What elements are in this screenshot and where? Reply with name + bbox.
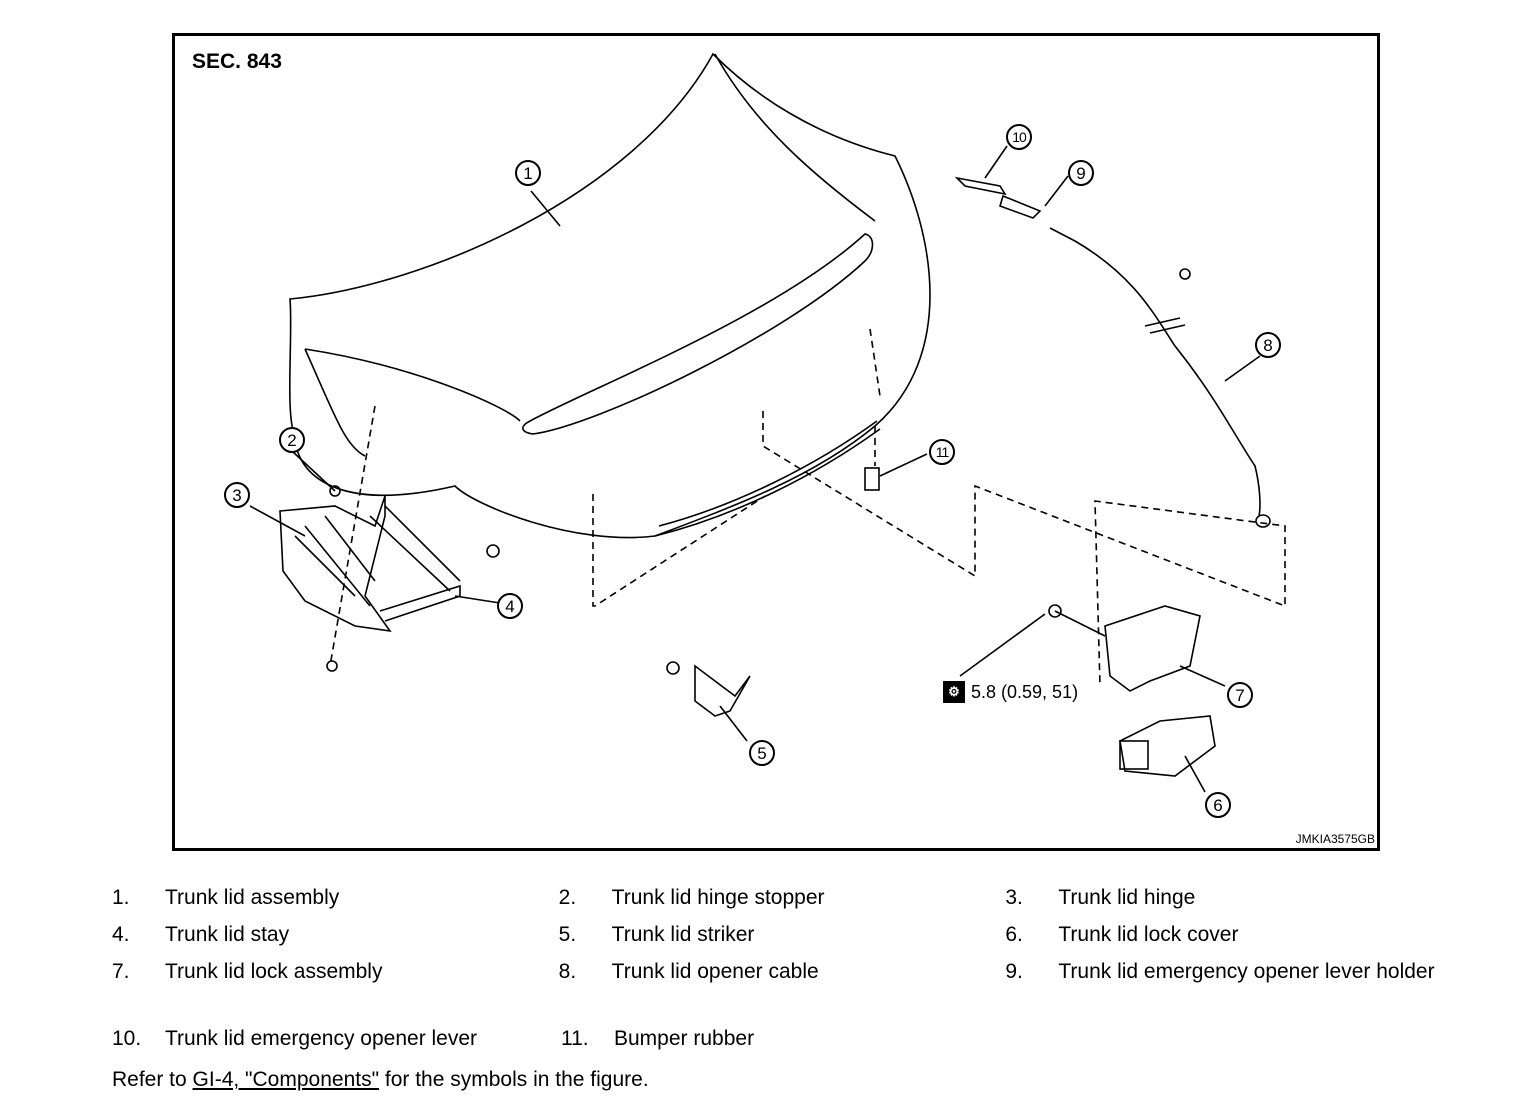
legend-label: Trunk lid emergency opener lever holder	[1058, 960, 1435, 983]
lock-cover	[1119, 715, 1216, 777]
legend-item: 6. Trunk lid lock cover	[1005, 923, 1452, 960]
legend-number: 10.	[112, 1027, 142, 1050]
components-link[interactable]: GI-4, "Components"	[192, 1068, 380, 1091]
legend-label: Trunk lid emergency opener lever	[165, 1027, 478, 1050]
legend-item: 7. Trunk lid lock assembly	[112, 960, 559, 1027]
legend-number: 8.	[558, 960, 577, 983]
legend-item: 8. Trunk lid opener cable	[559, 960, 1006, 1027]
legend-label: Trunk lid hinge	[1058, 886, 1196, 909]
legend-number: 9.	[1005, 960, 1023, 983]
callout-5: 5	[749, 740, 775, 766]
callout-11: 11	[929, 439, 955, 465]
legend-number: 11.	[561, 1027, 589, 1050]
legend-label: Bumper rubber	[614, 1027, 755, 1050]
legend-item: 4. Trunk lid stay	[112, 923, 559, 960]
legend-item: 2. Trunk lid hinge stopper	[559, 886, 1006, 923]
torque-value: 5.8 (0.59, 51)	[971, 681, 1079, 702]
callout-8: 8	[1255, 332, 1281, 358]
figure-code: JMKIA3575GB	[1295, 832, 1375, 846]
legend-label: Trunk lid hinge stopper	[611, 886, 825, 909]
callout-7: 7	[1227, 682, 1253, 708]
section-label: SEC. 843	[192, 50, 282, 73]
diagram-frame: SEC. 843 JMKIA3575GB ⚙ 5.8 (0.59, 51) 1 …	[172, 33, 1380, 851]
legend-number: 4.	[112, 923, 130, 946]
callout-1: 1	[515, 160, 541, 186]
callout-3: 3	[224, 482, 250, 508]
callout-4: 4	[497, 593, 523, 619]
legend-item: 10. Trunk lid emergency opener lever	[112, 1027, 561, 1064]
legend-item: 5. Trunk lid striker	[559, 923, 1006, 960]
legend-number: 5.	[558, 923, 577, 946]
trunk-lid-outline	[288, 52, 931, 539]
note-prefix: Refer to	[112, 1068, 193, 1091]
legend-label: Trunk lid stay	[165, 923, 290, 946]
legend-number: 3.	[1005, 886, 1023, 909]
reference-note: Refer to GI-4, "Components" for the symb…	[112, 1068, 649, 1092]
callout-2: 2	[279, 427, 305, 453]
legend-number: 7.	[112, 960, 130, 983]
legend-label: Trunk lid lock assembly	[165, 960, 383, 983]
legend-item: 3. Trunk lid hinge	[1005, 886, 1452, 923]
callout-9: 9	[1068, 160, 1094, 186]
legend-row: 7. Trunk lid lock assembly 8. Trunk lid op…	[112, 960, 1452, 1027]
callout-10: 10	[1006, 124, 1032, 150]
legend-row: 4. Trunk lid stay 5. Trunk lid striker 6. T…	[112, 923, 1452, 960]
legend-number: 1.	[112, 886, 130, 909]
legend-row: 10. Trunk lid emergency opener lever 11. B…	[112, 1027, 1452, 1064]
legend-item: 9. Trunk lid emergency opener lever holde…	[1005, 960, 1452, 1027]
note-suffix: for the symbols in the figure.	[379, 1068, 649, 1091]
callout-6: 6	[1205, 792, 1231, 818]
torque-wrench-icon: ⚙	[943, 681, 965, 703]
hinge-assembly	[279, 495, 392, 633]
torque-spec: ⚙ 5.8 (0.59, 51)	[943, 681, 1078, 703]
trunk-lid-exploded-diagram	[249, 52, 1286, 793]
opener-cable	[1049, 227, 1261, 517]
striker	[694, 664, 751, 717]
legend-label: Trunk lid assembly	[165, 886, 340, 909]
legend-item: 11. Bumper rubber	[561, 1027, 1010, 1064]
legend-label: Trunk lid striker	[611, 923, 755, 946]
legend-label: Trunk lid opener cable	[611, 960, 819, 983]
legend-item: 1. Trunk lid assembly	[112, 886, 559, 923]
legend-number: 6.	[1005, 923, 1023, 946]
lock-assembly	[1104, 605, 1201, 692]
parts-legend: 1. Trunk lid assembly 2. Trunk lid hinge s…	[112, 886, 1452, 1064]
legend-label: Trunk lid lock cover	[1058, 923, 1239, 946]
legend-number: 2.	[558, 886, 577, 909]
legend-row: 1. Trunk lid assembly 2. Trunk lid hinge s…	[112, 886, 1452, 923]
